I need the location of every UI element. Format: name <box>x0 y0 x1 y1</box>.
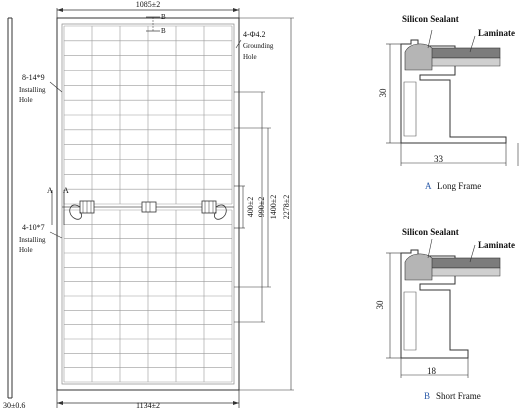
dim-990-lines <box>234 127 271 288</box>
grounding-leader <box>235 39 242 49</box>
dim-400: 400±2 <box>246 197 255 217</box>
short-frame-caption-text: Short Frame <box>436 391 481 401</box>
install-hole-a-line3: Hole <box>19 96 33 104</box>
long-frame-width: 33 <box>434 154 444 164</box>
dim-2278-lines <box>239 17 294 391</box>
short-frame-width: 18 <box>427 366 437 376</box>
junction-box-right <box>201 200 227 220</box>
a-label-1: A <box>47 186 53 195</box>
top-width-dim: 1085±2 <box>136 0 160 9</box>
install-hole-a-line1: 8-14*9 <box>22 73 45 82</box>
short-frame-caption-letter: B <box>424 391 430 401</box>
dim-1400-lines <box>234 91 265 323</box>
bottom-width-dim: 1134±2 <box>136 401 160 409</box>
b-label-1: B <box>161 13 166 21</box>
section-b-mark <box>146 16 160 32</box>
thickness-dim: 30±0.6 <box>3 401 25 409</box>
install-hole-b-line2: Installing <box>19 236 46 244</box>
install-hole-a-line2: Installing <box>19 86 46 94</box>
install-hole-b-line3: Hole <box>19 246 33 254</box>
b-label-2: B <box>161 27 166 35</box>
junction-box-center <box>141 201 157 213</box>
dim-2278: 2278±2 <box>282 195 291 219</box>
long-frame-laminate-label: Laminate <box>478 28 515 38</box>
frame-thickness-view <box>7 17 13 399</box>
dim-1400: 1400±2 <box>269 195 278 219</box>
long-frame-dims <box>386 43 519 166</box>
grounding-hole-line2: Grounding <box>243 42 274 50</box>
short-frame-section <box>400 238 501 359</box>
cell-grid <box>63 25 233 383</box>
short-frame-laminate-label: Laminate <box>478 240 515 250</box>
grounding-hole-line1: 4-Φ4.2 <box>243 30 266 39</box>
short-frame-sealant-label: Silicon Sealant <box>402 227 459 237</box>
short-frame-height: 30 <box>375 300 385 310</box>
long-frame-height: 30 <box>378 88 388 98</box>
long-frame-sealant-label: Silicon Sealant <box>402 14 459 24</box>
top-width-dim-lines <box>56 8 240 18</box>
long-frame-caption-text: Long Frame <box>437 181 481 191</box>
short-frame-dims <box>386 252 469 378</box>
long-frame-section <box>400 29 507 144</box>
grounding-hole-line3: Hole <box>243 53 257 61</box>
install-hole-b-line1: 4-10*7 <box>22 223 45 232</box>
a-label-2: A <box>63 186 69 195</box>
long-frame-caption-letter: A <box>425 181 432 191</box>
section-a-mark <box>51 190 65 225</box>
install-a-leader <box>49 81 63 93</box>
bottom-width-dim-lines <box>56 390 240 408</box>
install-b-leader <box>49 231 63 239</box>
junction-box-left <box>69 200 95 220</box>
dim-990: 990±2 <box>257 197 266 217</box>
dim-400-lines <box>234 185 245 229</box>
